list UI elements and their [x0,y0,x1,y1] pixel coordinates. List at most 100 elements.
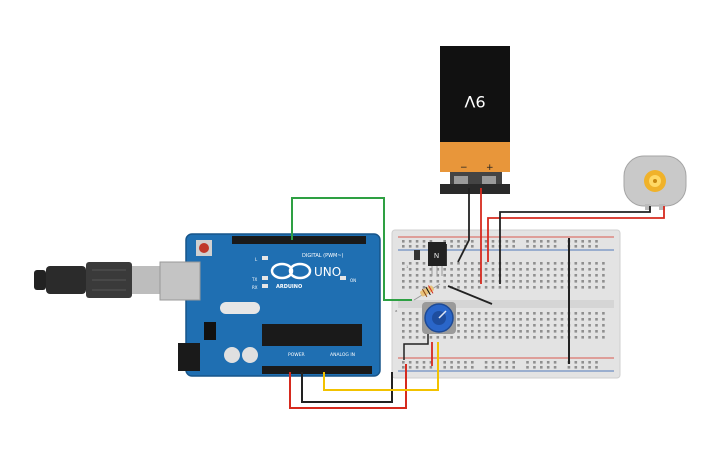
breadboard-hole[interactable] [505,324,509,327]
breadboard-hole[interactable] [498,286,502,289]
breadboard-hole[interactable] [443,286,446,289]
breadboard-hole[interactable] [519,280,522,283]
breadboard-hole[interactable] [477,336,481,339]
wire-yellow-a0[interactable] [323,342,439,391]
breadboard-hole[interactable] [464,280,467,283]
breadboard-hole[interactable] [471,318,474,321]
breadboard-hole[interactable] [540,240,543,243]
breadboard-hole[interactable] [526,240,529,243]
breadboard-hole[interactable] [477,268,481,271]
breadboard-hole[interactable] [553,312,557,315]
breadboard-hole[interactable] [588,312,591,315]
breadboard-hole[interactable] [546,245,550,248]
breadboard-hole[interactable] [422,268,426,271]
breadboard-hole[interactable] [540,366,543,369]
breadboard-hole[interactable] [450,366,453,369]
breadboard-hole[interactable] [533,274,536,277]
breadboard-hole[interactable] [477,330,481,333]
breadboard-hole[interactable] [574,330,578,333]
breadboard-hole[interactable] [471,330,474,333]
breadboard-hole[interactable] [553,318,557,321]
breadboard-hole[interactable] [477,324,481,327]
breadboard-hole[interactable] [491,361,495,364]
breadboard-hole[interactable] [581,240,584,243]
breadboard-hole[interactable] [491,262,495,265]
breadboard-hole[interactable] [540,274,543,277]
breadboard-hole[interactable] [533,336,536,339]
breadboard-hole[interactable] [602,318,605,321]
potentiometer-icon[interactable] [422,302,456,334]
breadboard-hole[interactable] [415,330,419,333]
breadboard-hole[interactable] [464,286,467,289]
breadboard-hole[interactable] [477,274,481,277]
breadboard-hole[interactable] [533,312,536,315]
breadboard-hole[interactable] [402,280,405,283]
breadboard-hole[interactable] [602,312,605,315]
breadboard-hole[interactable] [540,245,543,248]
power-analog-header[interactable] [262,366,372,374]
breadboard-hole[interactable] [581,318,584,321]
breadboard-hole[interactable] [450,262,453,265]
resistor[interactable] [413,283,441,301]
breadboard-hole[interactable] [402,240,405,243]
breadboard-hole[interactable] [602,262,605,265]
breadboard-hole[interactable] [484,286,488,289]
breadboard-hole[interactable] [505,361,509,364]
breadboard-hole[interactable] [581,324,584,327]
breadboard-hole[interactable] [450,245,453,248]
breadboard-hole[interactable] [553,361,557,364]
breadboard-hole[interactable] [484,262,488,265]
breadboard-hole[interactable] [402,336,405,339]
breadboard-hole[interactable] [560,330,564,333]
breadboard-hole[interactable] [546,361,550,364]
breadboard-hole[interactable] [546,274,550,277]
breadboard-hole[interactable] [574,280,578,283]
breadboard-hole[interactable] [505,280,509,283]
breadboard-hole[interactable] [560,286,564,289]
breadboard-hole[interactable] [408,240,412,243]
breadboard-hole[interactable] [429,274,433,277]
breadboard-hole[interactable] [553,245,557,248]
breadboard-hole[interactable] [402,245,405,248]
breadboard-hole[interactable] [415,361,419,364]
breadboard-hole[interactable] [484,366,488,369]
breadboard-hole[interactable] [429,240,433,243]
breadboard-hole[interactable] [595,330,598,333]
breadboard-hole[interactable] [484,336,488,339]
breadboard-hole[interactable] [471,336,474,339]
breadboard-hole[interactable] [553,262,557,265]
breadboard-hole[interactable] [484,312,488,315]
breadboard-hole[interactable] [402,361,405,364]
breadboard-hole[interactable] [443,336,446,339]
breadboard-hole[interactable] [498,330,502,333]
breadboard-hole[interactable] [457,240,460,243]
breadboard-hole[interactable] [574,274,578,277]
breadboard-hole[interactable] [408,268,412,271]
breadboard-hole[interactable] [540,336,543,339]
breadboard-hole[interactable] [595,361,598,364]
breadboard-hole[interactable] [581,330,584,333]
transistor[interactable]: N [414,242,446,276]
breadboard-hole[interactable] [471,366,474,369]
breadboard-hole[interactable] [540,268,543,271]
breadboard-hole[interactable] [588,366,591,369]
breadboard-hole[interactable] [512,324,515,327]
breadboard-hole[interactable] [491,274,495,277]
breadboard-hole[interactable] [546,318,550,321]
breadboard-hole[interactable] [443,240,446,243]
breadboard-hole[interactable] [464,268,467,271]
breadboard-hole[interactable] [588,268,591,271]
breadboard-hole[interactable] [408,274,412,277]
breadboard-hole[interactable] [546,268,550,271]
breadboard-hole[interactable] [408,262,412,265]
breadboard-hole[interactable] [560,336,564,339]
breadboard-hole[interactable] [553,268,557,271]
breadboard-hole[interactable] [533,361,536,364]
breadboard-hole[interactable] [540,286,543,289]
battery-9v[interactable]: 9V − + [440,46,510,194]
breadboard-hole[interactable] [581,280,584,283]
breadboard-hole[interactable] [422,280,426,283]
breadboard-hole[interactable] [602,274,605,277]
breadboard-hole[interactable] [560,312,564,315]
breadboard-hole[interactable] [464,274,467,277]
